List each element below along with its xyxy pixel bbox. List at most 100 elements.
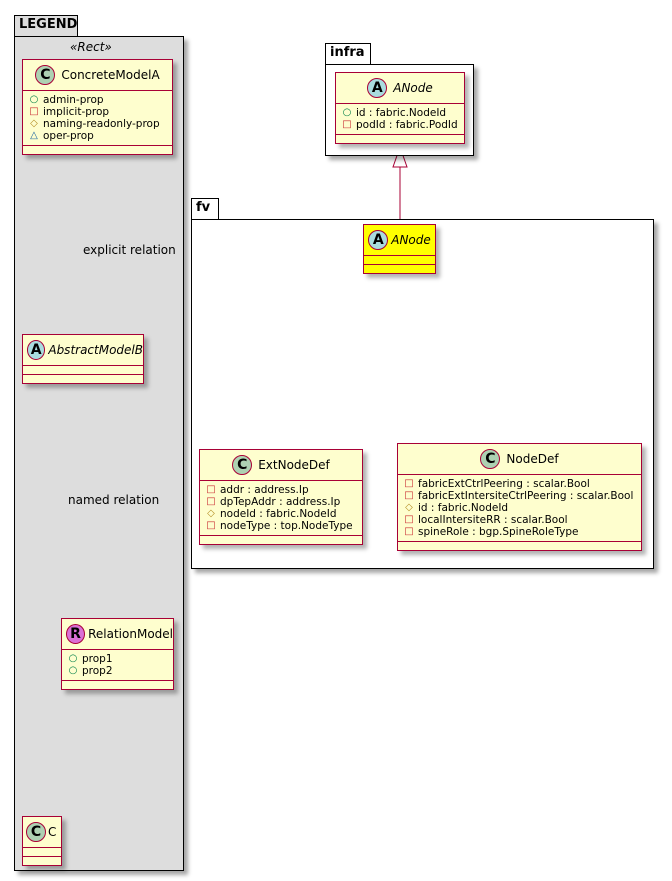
class-nodedef[interactable]: C NodeDef □ fabricExtCtrlPeering : scalar… (397, 443, 642, 551)
method-section (364, 265, 435, 273)
class-spot-icon: C (35, 65, 56, 85)
attribute: ○ id : fabric.NodeId (342, 107, 458, 119)
attribute-text: fabricExtCtrlPeering : scalar.Bool (418, 478, 590, 490)
attribute-list: ○ id : fabric.NodeId □ podId : fabric.PodI… (336, 104, 464, 135)
class-abstract-model-b[interactable]: A AbstractModelB (22, 334, 144, 384)
attribute-text: dpTepAddr : address.Ip (220, 496, 341, 508)
attribute-text: prop1 (82, 653, 113, 665)
named-relation-label: named relation (68, 493, 160, 507)
class-c[interactable]: C C (22, 816, 62, 866)
infra-package-tab: infra (325, 43, 371, 65)
explicit-relation-label: explicit relation (83, 243, 176, 257)
abstract-spot-icon: A (27, 340, 46, 360)
attribute: ◇ nodeId : fabric.NodeId (206, 508, 356, 520)
attribute: □ implicit-prop (29, 106, 166, 118)
class-name: ANode (391, 233, 431, 247)
attribute: □ fabricExtCtrlPeering : scalar.Bool (404, 478, 635, 490)
attribute-text: implicit-prop (43, 106, 110, 118)
private-visibility-icon: □ (404, 514, 414, 525)
attribute-section (23, 366, 143, 375)
legend-package (14, 36, 184, 871)
attribute-list: ○ admin-prop □ implicit-prop ◇ naming-reado… (23, 91, 172, 146)
private-visibility-icon: □ (342, 119, 352, 130)
abstract-spot-icon: A (367, 78, 388, 98)
attribute-text: id : fabric.NodeId (356, 107, 447, 119)
private-visibility-icon: □ (404, 478, 414, 489)
attribute: ○ admin-prop (29, 94, 166, 106)
attribute-text: podId : fabric.PodId (356, 119, 458, 131)
attribute: ◇ id : fabric.NodeId (404, 502, 635, 514)
public-visibility-icon: ○ (68, 665, 78, 676)
class-name: NodeDef (506, 452, 559, 466)
class-fv-anode[interactable]: A ANode (363, 224, 436, 274)
relation-spot-icon: R (66, 624, 86, 644)
method-section (23, 146, 172, 154)
class-concrete-model-a[interactable]: C ConcreteModelA ○ admin-prop □ implicit-p… (22, 59, 173, 155)
attribute-text: admin-prop (43, 94, 104, 106)
method-section (200, 536, 362, 544)
method-section (23, 857, 61, 865)
attribute: □ nodeType : top.NodeType (206, 520, 356, 532)
attribute-list: □ fabricExtCtrlPeering : scalar.Bool □ fab… (398, 475, 641, 542)
attribute: ◇ naming-readonly-prop (29, 118, 166, 130)
attribute: △oper-prop (29, 130, 166, 142)
class-name: ExtNodeDef (258, 458, 330, 472)
attribute-section (23, 848, 61, 857)
abstract-spot-icon: A (368, 230, 389, 250)
attribute: ○ prop2 (68, 665, 167, 677)
private-visibility-icon: □ (29, 106, 39, 117)
attribute: □ localIntersiteRR : scalar.Bool (404, 514, 635, 526)
private-visibility-icon: □ (404, 490, 414, 501)
attribute-text: oper-prop (43, 130, 94, 142)
legend-package-tab: LEGEND (14, 15, 78, 37)
attribute-section (364, 256, 435, 265)
private-visibility-icon: □ (206, 520, 216, 531)
class-name: RelationModel (88, 627, 173, 641)
class-spot-icon: C (26, 822, 46, 842)
class-name: ConcreteModelA (61, 68, 160, 82)
attribute-list: ○ prop1 ○ prop2 (62, 650, 173, 681)
class-name: C (48, 825, 57, 839)
protected-visibility-icon: ◇ (30, 118, 38, 129)
legend-stereotype: «Rect» (70, 40, 112, 54)
public-visibility-icon: ○ (342, 107, 352, 118)
class-name: ANode (393, 81, 433, 95)
attribute: ○ prop1 (68, 653, 167, 665)
method-section (336, 135, 464, 143)
private-visibility-icon: □ (206, 484, 216, 495)
attribute-text: localIntersiteRR : scalar.Bool (418, 514, 568, 526)
public-visibility-icon: ○ (29, 94, 39, 105)
class-spot-icon: C (480, 449, 501, 469)
attribute-text: fabricExtIntersiteCtrlPeering : scalar.B… (418, 490, 634, 502)
method-section (23, 375, 143, 383)
method-section (398, 542, 641, 550)
class-name: AbstractModelB (48, 343, 143, 357)
attribute-text: addr : address.Ip (220, 484, 309, 496)
class-relation-model[interactable]: R RelationModel ○ prop1 ○ prop2 (61, 618, 174, 690)
attribute-text: nodeType : top.NodeType (220, 520, 353, 532)
attribute: □ addr : address.Ip (206, 484, 356, 496)
generalization-arrowhead-infra (392, 145, 408, 168)
attribute-text: naming-readonly-prop (43, 118, 160, 130)
fv-package-tab: fv (191, 198, 219, 220)
public-visibility-icon: ○ (68, 653, 78, 664)
attribute-list: □ addr : address.Ip □ dpTepAddr : address.… (200, 481, 362, 536)
class-spot-icon: C (232, 455, 253, 475)
attribute: □ podId : fabric.PodId (342, 119, 458, 131)
fv-package-name: fv (196, 200, 211, 215)
attribute-text: nodeId : fabric.NodeId (220, 508, 337, 520)
private-visibility-icon: □ (404, 526, 414, 537)
infra-package-name: infra (330, 45, 365, 60)
class-extnodedef[interactable]: C ExtNodeDef □ addr : address.Ip □ dpTepAd… (199, 449, 363, 545)
method-section (62, 681, 173, 689)
private-visibility-icon: □ (206, 496, 216, 507)
attribute-text: prop2 (82, 665, 113, 677)
attribute: □ spineRole : bgp.SpineRoleType (404, 526, 635, 538)
protected-visibility-icon: ◇ (207, 508, 215, 519)
attribute: □ dpTepAddr : address.Ip (206, 496, 356, 508)
legend-package-name: LEGEND (19, 17, 78, 32)
class-infra-anode[interactable]: A ANode ○ id : fabric.NodeId □ podId : fab… (335, 72, 465, 144)
attribute-text: spineRole : bgp.SpineRoleType (418, 526, 579, 538)
protected-visibility-icon: ◇ (405, 502, 413, 513)
attribute-text: id : fabric.NodeId (418, 502, 509, 514)
